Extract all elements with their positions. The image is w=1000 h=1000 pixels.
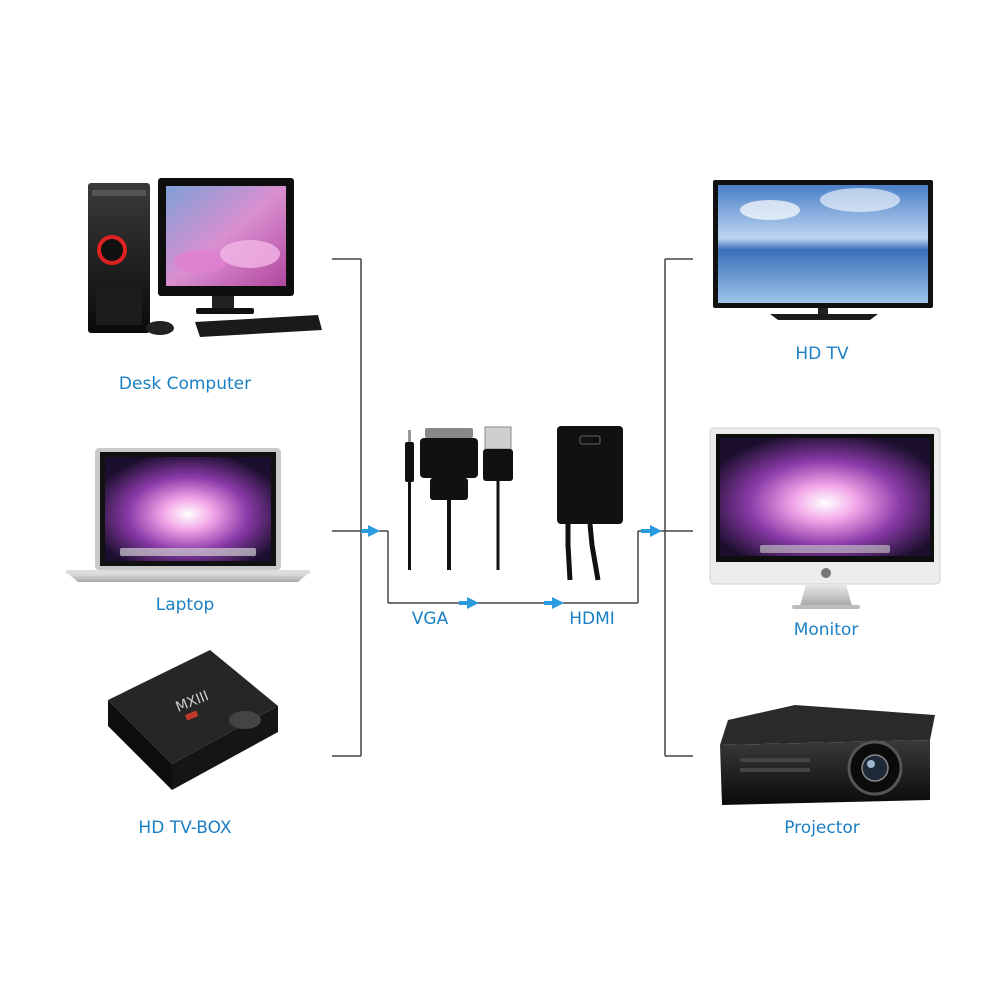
arrow-into-adapter [368, 525, 380, 537]
hdmi-adapter-icon [557, 426, 623, 581]
arrow-vga [467, 597, 479, 609]
label-hdmi: HDMI [569, 609, 615, 629]
label-vga: VGA [411, 609, 449, 629]
label-desk-computer: Desk Computer [118, 374, 252, 394]
tv-box-icon: MXIII [108, 650, 278, 790]
flow-arrows [361, 525, 662, 609]
label-monitor: Monitor [793, 620, 859, 640]
laptop-icon [66, 448, 310, 582]
label-hd-tv-box: HD TV-BOX [138, 818, 232, 838]
left-bracket [332, 258, 693, 757]
label-hd-tv: HD TV [795, 344, 849, 364]
arrow-hdmi [552, 597, 564, 609]
vga-cable-icon [405, 426, 513, 570]
label-projector: Projector [784, 818, 860, 838]
monitor-icon [709, 427, 941, 609]
desktop-computer-icon [88, 178, 322, 337]
projector-icon [720, 705, 935, 805]
arrow-out-adapter [650, 525, 662, 537]
label-laptop: Laptop [155, 595, 215, 615]
hd-tv-icon [713, 180, 933, 320]
